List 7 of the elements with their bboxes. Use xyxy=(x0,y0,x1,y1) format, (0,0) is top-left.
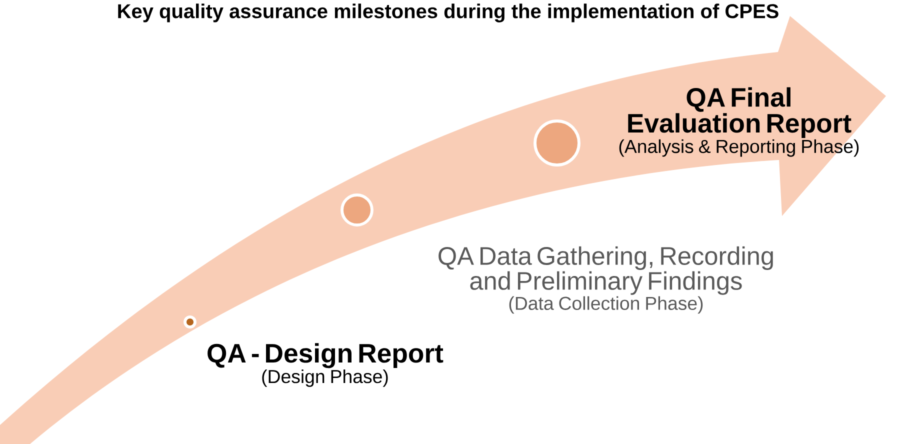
milestone-heading: QA Final Evaluation Report xyxy=(628,87,852,138)
milestone-heading: QA Data Gathering, Recording and Preliminary Findings xyxy=(438,246,773,295)
phase-label: (Data Collection Phase) xyxy=(509,296,703,314)
phase-label: (Analysis & Reporting Phase) xyxy=(619,139,859,157)
phase-label: (Design Phase) xyxy=(262,369,388,387)
title: Key quality assurance milestones during the implementation of CPES xyxy=(118,4,778,22)
milestone-heading: QA - Design Report xyxy=(208,343,444,368)
